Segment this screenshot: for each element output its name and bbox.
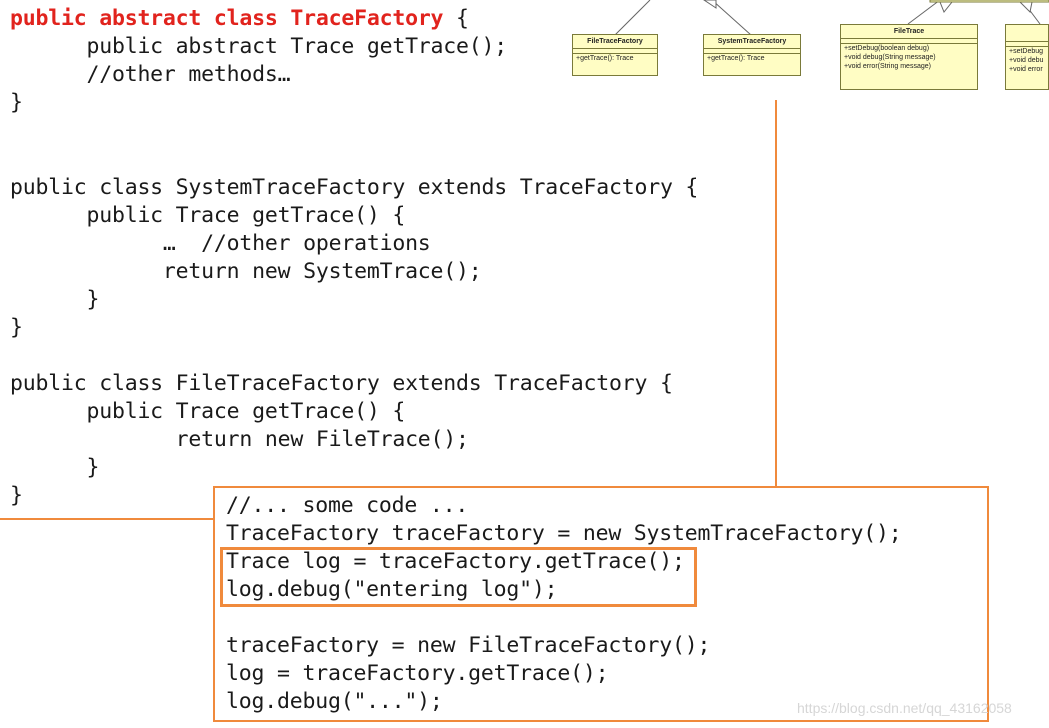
uml-operation: +getTrace(): Trace [576, 55, 634, 62]
code-class-name: TraceFactory [290, 6, 444, 31]
snippet-line: log = traceFactory.getTrace(); [226, 661, 609, 686]
snippet-line: //... some code ... [226, 493, 469, 518]
code-line: //other methods… [10, 62, 291, 87]
code-line-trace-factory-decl: public abstract class TraceFactory { [10, 5, 469, 33]
code-line: } [10, 90, 23, 115]
code-line: public abstract Trace getTrace(); [10, 34, 508, 59]
code-line: public Trace getTrace() { [10, 203, 406, 228]
uml-class-title: FileTrace [841, 25, 977, 39]
snippet-line: Trace log = traceFactory.getTrace(); [226, 549, 685, 574]
uml-class-file-trace: FileTrace +setDebug(boolean debug) +void… [840, 24, 978, 90]
code-line: public class FileTraceFactory extends Tr… [10, 371, 673, 396]
code-line: } [10, 455, 100, 480]
uml-class-title [1006, 25, 1048, 42]
watermark: https://blog.csdn.net/qq_43162058 [797, 700, 1012, 716]
uml-class-title: FileTraceFactory [573, 35, 657, 49]
uml-operation: +void error [1009, 66, 1043, 73]
uml-operation: +setDebug [1009, 48, 1044, 55]
snippet-line: log.debug("..."); [226, 689, 443, 714]
uml-class-file-trace-factory: FileTraceFactory +getTrace(): Trace [572, 34, 658, 76]
code-line: public Trace getTrace() { [10, 399, 406, 424]
uml-operation: +setDebug(boolean debug) [844, 45, 930, 52]
code-line: … //other operations [10, 231, 431, 256]
snippet-line: traceFactory = new FileTraceFactory(); [226, 633, 711, 658]
connector-horizontal-line [0, 518, 214, 520]
uml-class-title: SystemTraceFactory [704, 35, 800, 49]
code-line: } [10, 483, 23, 508]
uml-operation: +void debug(String message) [844, 54, 936, 61]
uml-links [614, 0, 1049, 36]
code-line: return new SystemTrace(); [10, 259, 482, 284]
highlight-box [220, 547, 697, 607]
uml-operation: +void debu [1009, 57, 1044, 64]
snippet-line: TraceFactory traceFactory = new SystemTr… [226, 521, 902, 546]
code-brace: { [443, 6, 469, 31]
code-line: public class SystemTraceFactory extends … [10, 175, 699, 200]
uml-operation: +void error(String message) [844, 63, 931, 70]
uml-operation: +getTrace(): Trace [707, 55, 765, 62]
code-line: } [10, 287, 100, 312]
uml-class-system-trace-partial: +setDebug +void debu +void error [1005, 24, 1049, 90]
uml-class-system-trace-factory: SystemTraceFactory +getTrace(): Trace [703, 34, 801, 76]
code-line: return new FileTrace(); [10, 427, 469, 452]
connector-vertical-line [775, 100, 777, 488]
code-keyword: public abstract class [10, 6, 291, 31]
snippet-line: log.debug("entering log"); [226, 577, 558, 602]
code-line: } [10, 315, 23, 340]
